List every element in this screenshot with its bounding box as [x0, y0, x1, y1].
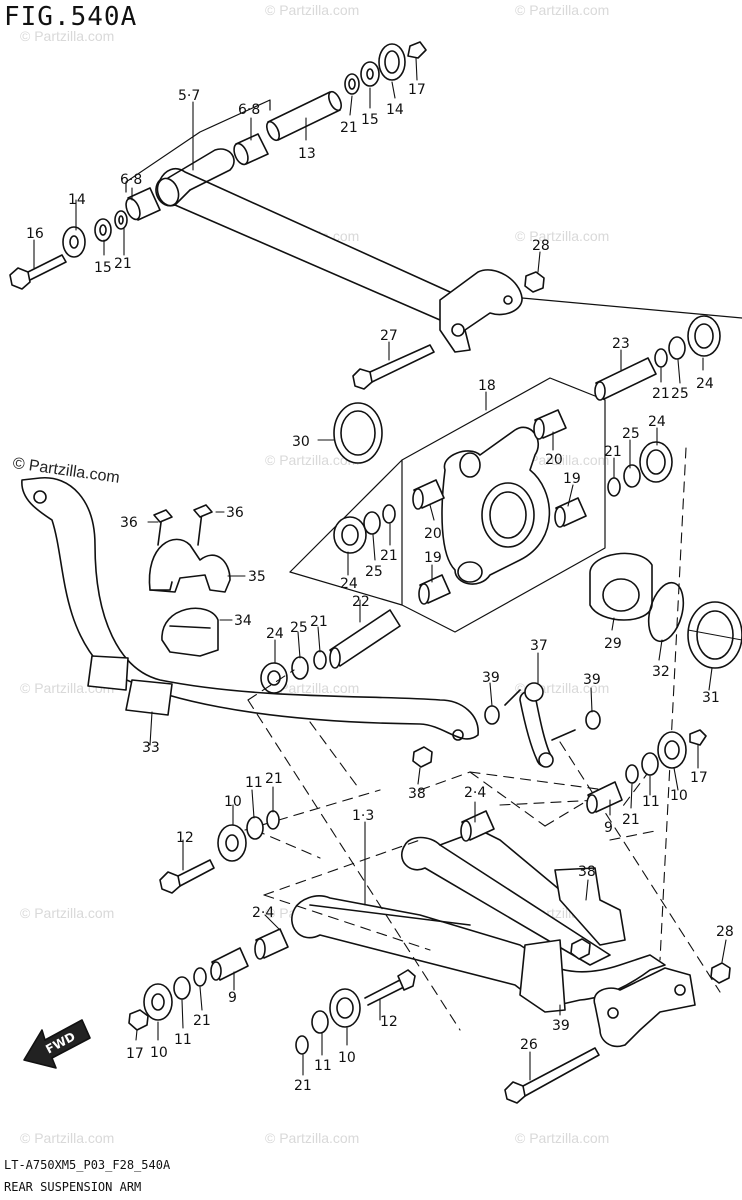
- callout-label: 21: [652, 386, 670, 402]
- callout-label: 12: [380, 1014, 398, 1030]
- callout-label: 21: [604, 444, 622, 460]
- callout-label: 24: [648, 414, 666, 430]
- callout-label: 39: [482, 670, 500, 686]
- callout-label: 2·4: [252, 905, 274, 921]
- pivot-bracket-assembly: [260, 315, 742, 694]
- callout-label: 20: [424, 526, 442, 542]
- watermark: © Partzilla.com: [20, 1130, 115, 1146]
- watermark: © Partzilla.com: [265, 452, 360, 468]
- figure-name: REAR SUSPENSION ARM: [4, 1180, 142, 1194]
- callout-label: 33: [142, 740, 160, 756]
- stabilizer-bar-assembly: [21, 477, 601, 768]
- callout-label: 15: [94, 260, 112, 276]
- figure-title: FIG.540A: [4, 2, 138, 32]
- leader-lines: [33, 57, 727, 1081]
- callout-label: 9: [228, 990, 237, 1006]
- callout-label: 25: [290, 620, 308, 636]
- callout-labels: 5·7 6·8 6·8 14 16 15 21 13 21 15 14 17 2…: [26, 82, 734, 1094]
- top-shaft-assembly: [9, 41, 742, 390]
- callout-label: 10: [150, 1045, 168, 1061]
- callout-label: 24: [696, 376, 714, 392]
- watermark: © Partzilla.com: [515, 228, 610, 244]
- callout-label: 10: [670, 788, 688, 804]
- callout-label: 17: [408, 82, 426, 98]
- callout-label: 2·4: [464, 785, 486, 801]
- callout-label: 26: [520, 1037, 538, 1053]
- callout-label: 28: [716, 924, 734, 940]
- callout-label: 10: [338, 1050, 356, 1066]
- watermark: © Partzilla.com: [515, 1130, 610, 1146]
- callout-label: 21: [340, 120, 358, 136]
- callout-label: 18: [478, 378, 496, 394]
- callout-label: 13: [298, 146, 316, 162]
- callout-label: 11: [174, 1032, 192, 1048]
- callout-label: 12: [176, 830, 194, 846]
- callout-label: 17: [126, 1046, 144, 1062]
- callout-label: 21: [622, 812, 640, 828]
- callout-label: 11: [245, 775, 263, 791]
- callout-label: 21: [265, 771, 283, 787]
- callout-label: 30: [292, 434, 310, 450]
- fwd-arrow: [23, 1019, 91, 1069]
- callout-label: 11: [642, 794, 660, 810]
- callout-label: 31: [702, 690, 720, 706]
- callout-label: 21: [114, 256, 132, 272]
- callout-label: 20: [545, 452, 563, 468]
- callout-label: 36: [226, 505, 244, 521]
- callout-label: 10: [224, 794, 242, 810]
- callout-label: 21: [310, 614, 328, 630]
- callout-label: 39: [552, 1018, 570, 1034]
- watermark: © Partzilla.com: [515, 452, 610, 468]
- callout-label: 37: [530, 638, 548, 654]
- callout-label: 34: [234, 613, 252, 629]
- callout-label: 28: [532, 238, 550, 254]
- callout-label: 16: [26, 226, 44, 242]
- callout-label: 39: [583, 672, 601, 688]
- callout-label: 29: [604, 636, 622, 652]
- callout-label: 23: [612, 336, 630, 352]
- watermark: © Partzilla.com: [265, 2, 360, 18]
- callout-label: 6·8: [120, 172, 142, 188]
- callout-label: 35: [248, 569, 266, 585]
- callout-label: 27: [380, 328, 398, 344]
- callout-label: 6·8: [238, 102, 260, 118]
- figure-code: LT-A750XM5_P03_F28_540A: [4, 1158, 171, 1172]
- callout-label: 38: [578, 864, 596, 880]
- callout-label: 15: [361, 112, 379, 128]
- callout-label: 24: [340, 576, 358, 592]
- callout-label: 21: [380, 548, 398, 564]
- watermark: © Partzilla.com: [265, 1130, 360, 1146]
- callout-label: 14: [386, 102, 404, 118]
- swing-arm-assembly: [128, 447, 731, 1104]
- callout-label: 24: [266, 626, 284, 642]
- callout-label: 21: [294, 1078, 312, 1094]
- callout-label: 19: [424, 550, 442, 566]
- callout-label: 38: [408, 786, 426, 802]
- watermark: © Partzilla.com: [20, 905, 115, 921]
- callout-label: 14: [68, 192, 86, 208]
- watermark: © Partzilla.com: [515, 2, 610, 18]
- callout-label: 32: [652, 664, 670, 680]
- callout-label: 25: [671, 386, 689, 402]
- watermark: © Partzilla.com: [20, 28, 115, 44]
- callout-label: 11: [314, 1058, 332, 1074]
- callout-label: 19: [563, 471, 581, 487]
- watermark: © Partzilla.com: [265, 680, 360, 696]
- callout-label: 17: [690, 770, 708, 786]
- callout-label: 25: [622, 426, 640, 442]
- callout-label: 36: [120, 515, 138, 531]
- callout-label: 25: [365, 564, 383, 580]
- callout-label: 1·3: [352, 808, 374, 824]
- callout-label: 5·7: [178, 88, 200, 104]
- callout-label: 21: [193, 1013, 211, 1029]
- callout-label: 9: [604, 820, 613, 836]
- callout-label: 22: [352, 594, 370, 610]
